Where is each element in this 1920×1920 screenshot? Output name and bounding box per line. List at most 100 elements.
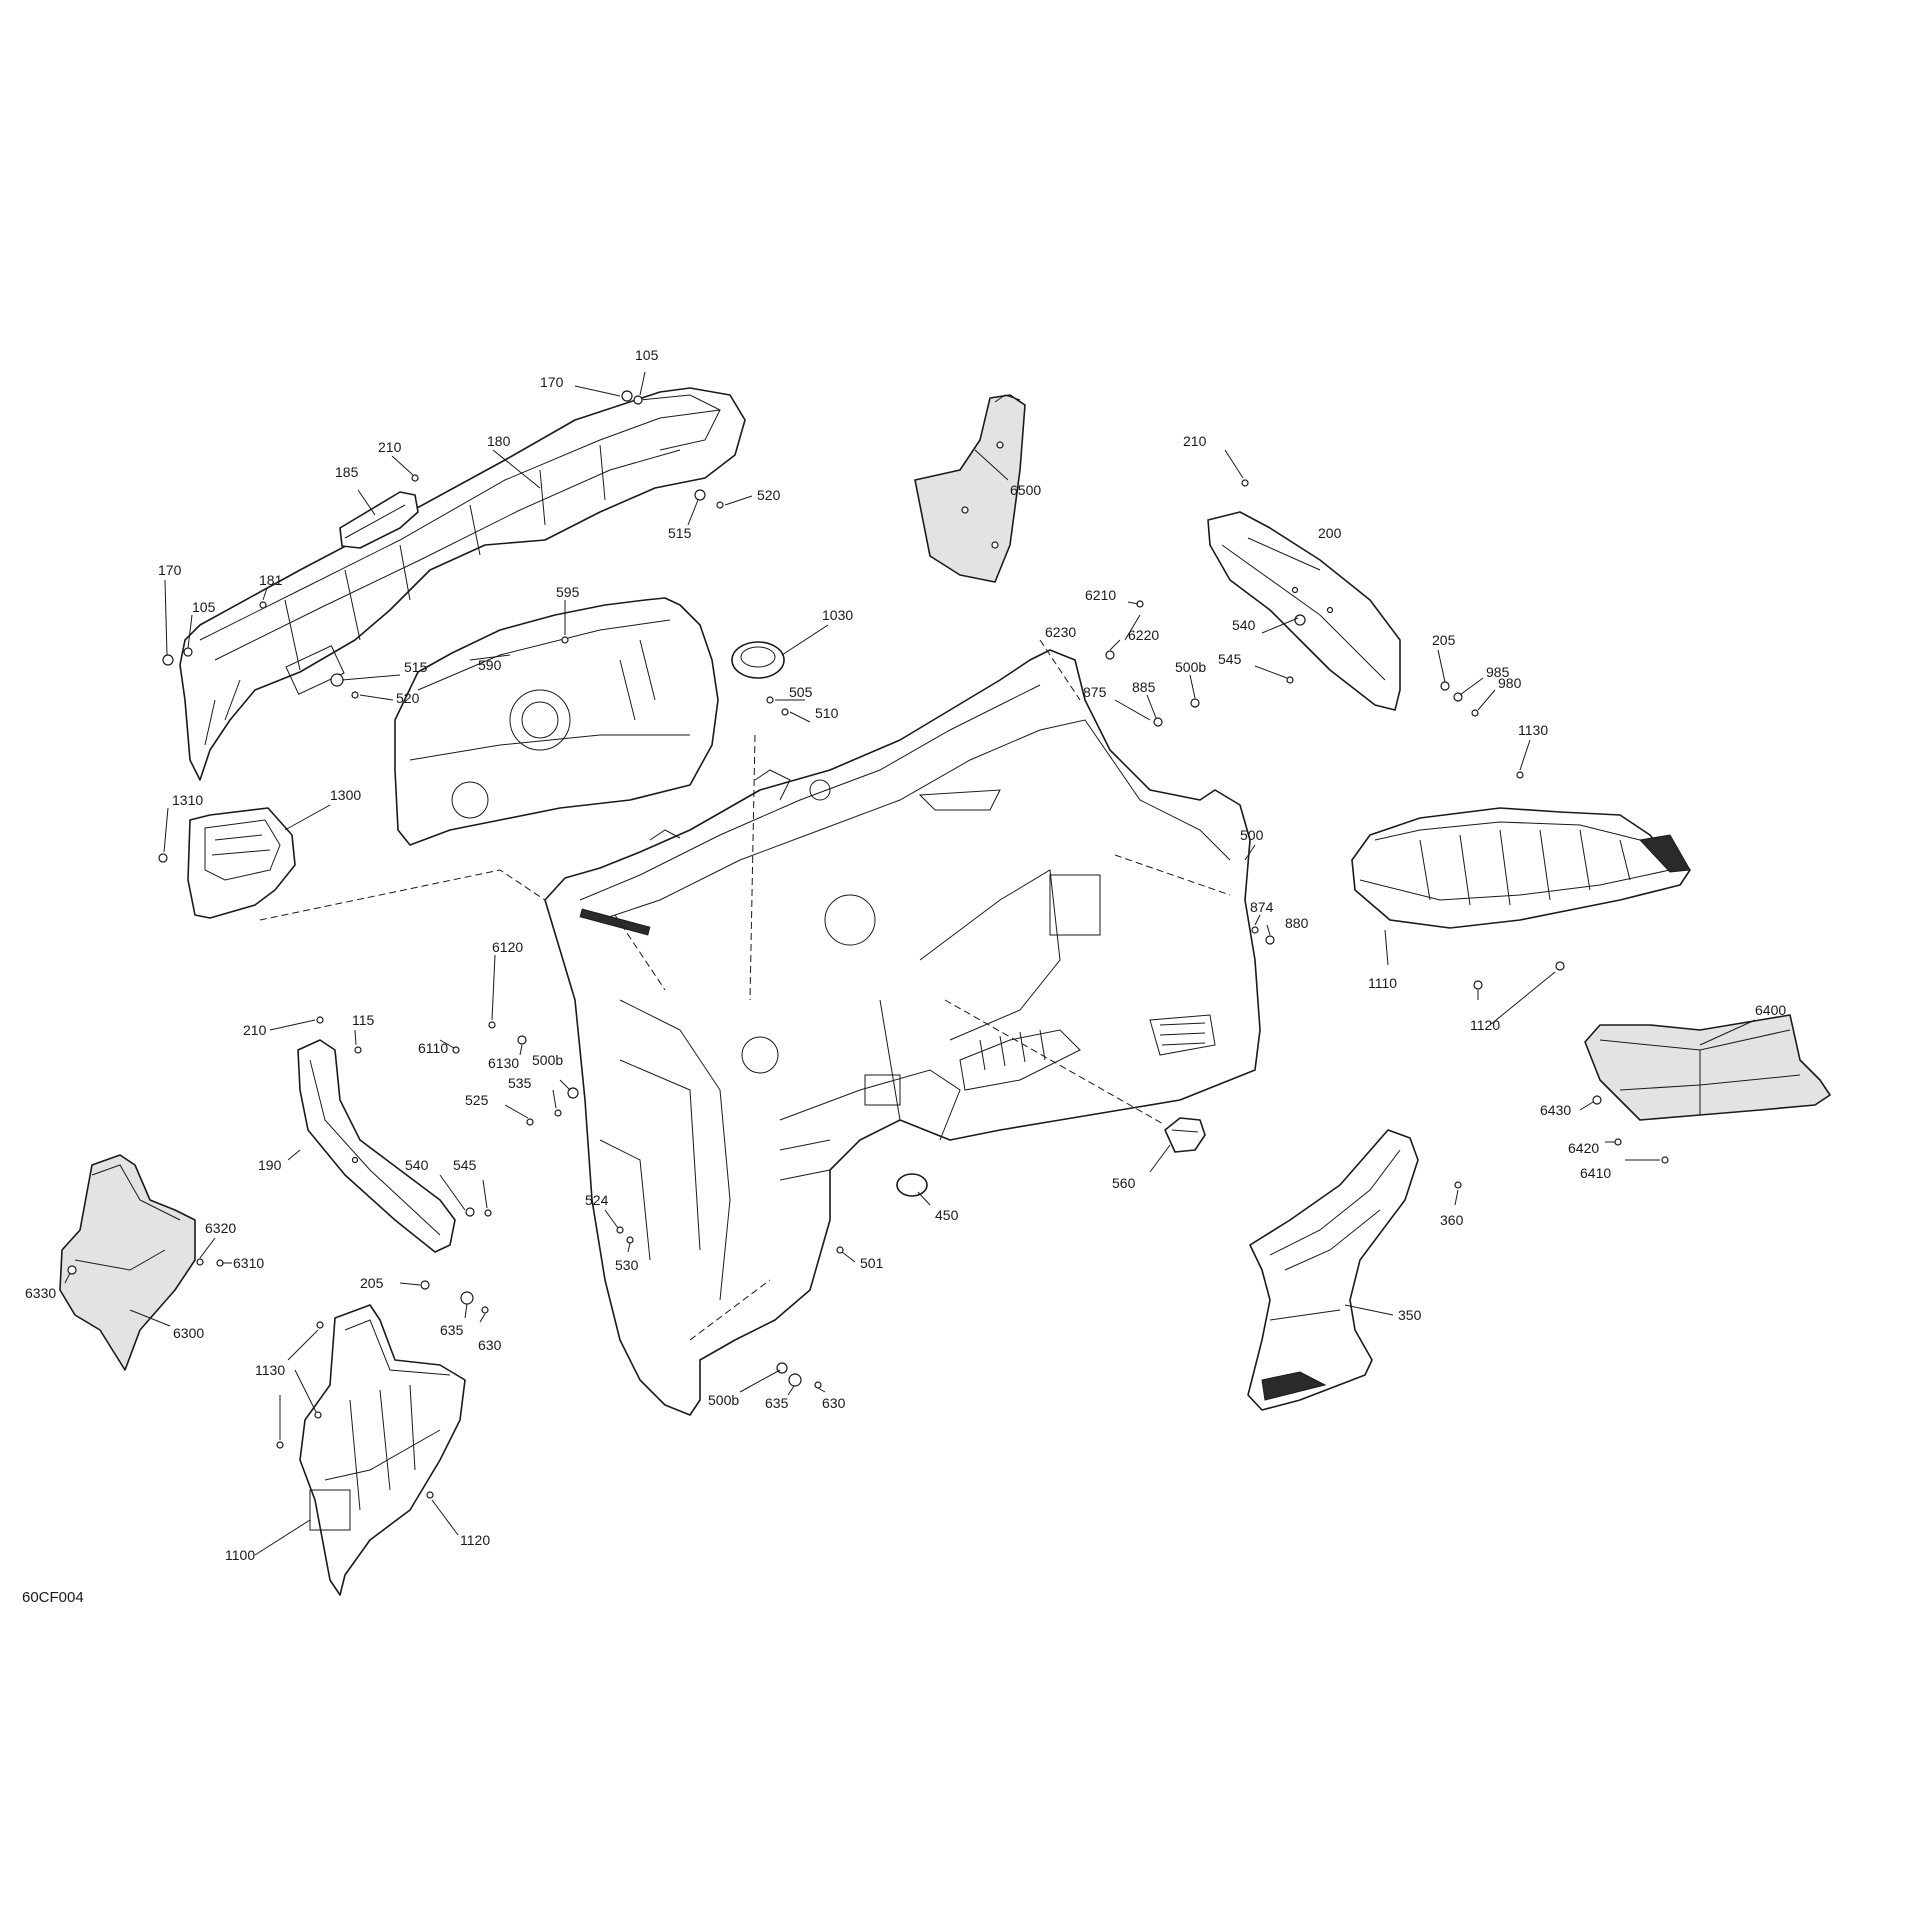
callout-210c: 210 [243, 1022, 267, 1038]
part-1300-block [187, 807, 296, 919]
callout-880: 880 [1285, 915, 1309, 931]
callout-1110: 1110 [1368, 975, 1397, 991]
fastener-6330 [67, 1265, 77, 1275]
fastener-500bc [776, 1362, 788, 1374]
callout-6420: 6420 [1568, 1140, 1599, 1156]
fastener-6320 [196, 1258, 204, 1266]
fastener-500bb [567, 1087, 579, 1099]
fastener-535 [554, 1109, 562, 1117]
callout-1310: 1310 [172, 792, 203, 808]
fastener-545a [1286, 676, 1294, 684]
callout-1120a: 1120 [1470, 1017, 1500, 1033]
callout-1120b: 1120 [460, 1532, 490, 1548]
fastener-210c [316, 1016, 324, 1024]
callout-595: 595 [556, 584, 580, 600]
callout-515a: 515 [668, 525, 692, 541]
fastener-635a [460, 1291, 474, 1305]
part-450-plug [896, 1173, 928, 1197]
fastener-1130b [316, 1321, 324, 1329]
part-1110-housing [1351, 807, 1691, 929]
callout-874: 874 [1250, 899, 1274, 915]
callout-6230: 6230 [1045, 624, 1076, 640]
fastener-170a [621, 390, 633, 402]
part-1100-housing [299, 1304, 466, 1596]
fastener-520b [351, 691, 359, 699]
callout-105a: 105 [635, 347, 659, 363]
callout-6430: 6430 [1540, 1102, 1571, 1118]
part-1030-cap [731, 641, 785, 679]
callout-500bc: 500b [708, 1392, 739, 1408]
fastener-520a [716, 501, 724, 509]
callout-6410: 6410 [1580, 1165, 1611, 1181]
part-350-panel [1247, 1129, 1419, 1411]
callout-500bb: 500b [532, 1052, 563, 1068]
fastener-525 [526, 1118, 534, 1126]
part-185-bracket [339, 491, 419, 549]
fastener-515b [330, 673, 344, 687]
callout-520a: 520 [757, 487, 781, 503]
fastener-1120a [1473, 980, 1483, 990]
callout-1130b: 1130 [255, 1362, 285, 1378]
fastener-885 [1153, 717, 1163, 727]
fastener-205b [420, 1280, 430, 1290]
callout-500ba: 500b [1175, 659, 1206, 675]
callout-1100: 1100 [225, 1547, 255, 1563]
leader-lines [64, 371, 1756, 1556]
fastener-540a [1294, 614, 1306, 626]
part-6500-panel [914, 394, 1026, 583]
fastener-170b [162, 654, 174, 666]
callout-520b: 520 [396, 690, 420, 706]
fastener-1120b [426, 1491, 434, 1499]
callout-560: 560 [1112, 1175, 1136, 1191]
callout-540a: 540 [1232, 617, 1256, 633]
fastener-880 [1265, 935, 1275, 945]
callout-350: 350 [1398, 1307, 1422, 1323]
callout-530: 530 [615, 1257, 639, 1273]
callout-6130: 6130 [488, 1055, 519, 1071]
callout-515b: 515 [404, 659, 428, 675]
callout-501: 501 [860, 1255, 884, 1271]
fastener-980 [1471, 709, 1479, 717]
fastener-6420 [1614, 1138, 1622, 1146]
callout-180: 180 [487, 433, 511, 449]
fastener-105a [633, 395, 643, 405]
callout-181: 181 [259, 572, 283, 588]
fastener-524 [616, 1226, 624, 1234]
fastener-630a [481, 1306, 489, 1314]
part-200-bracket [1207, 511, 1401, 711]
callout-590: 590 [478, 657, 502, 673]
fastener-6430 [1592, 1095, 1602, 1105]
fastener-205a [1440, 681, 1450, 691]
fastener-515a [694, 489, 706, 501]
callout-1300: 1300 [330, 787, 361, 803]
part-500-main-body [544, 649, 1261, 1416]
callout-6310: 6310 [233, 1255, 264, 1271]
callout-210b: 210 [1183, 433, 1207, 449]
callout-1130a: 1130 [1518, 722, 1548, 738]
part-6400-deflector [1584, 1014, 1831, 1121]
callout-6300: 6300 [173, 1325, 204, 1341]
fastener-874 [1251, 926, 1259, 934]
callout-980: 980 [1498, 675, 1522, 691]
callout-115: 115 [352, 1012, 375, 1028]
fastener-1130a [1516, 771, 1524, 779]
callout-450: 450 [935, 1207, 959, 1223]
callout-535: 535 [508, 1075, 532, 1091]
fastener-500ba [1190, 698, 1200, 708]
part-560-clip [1164, 1117, 1206, 1153]
callout-105b: 105 [192, 599, 216, 615]
callout-500: 500 [1240, 827, 1264, 843]
fastener-6130 [517, 1035, 527, 1045]
fastener-1130c [314, 1411, 322, 1419]
fastener-501 [836, 1246, 844, 1254]
callout-170a: 170 [540, 374, 564, 390]
part-590-center-panel [394, 597, 719, 846]
fastener-530 [626, 1236, 634, 1244]
fastener-115 [354, 1046, 362, 1054]
callout-545b: 545 [453, 1157, 477, 1173]
fastener-1120c [1555, 961, 1565, 971]
callout-205a: 205 [1432, 632, 1456, 648]
callout-540b: 540 [405, 1157, 429, 1173]
callout-510: 510 [815, 705, 839, 721]
